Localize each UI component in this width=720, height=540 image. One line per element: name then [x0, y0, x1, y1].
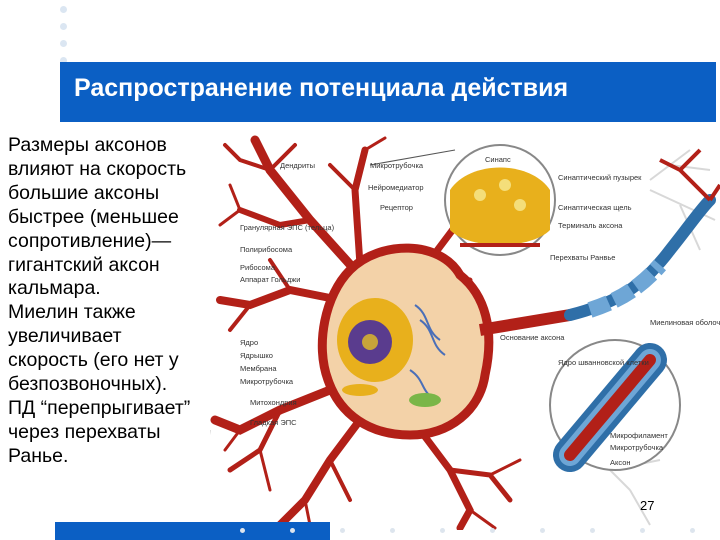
decorative-dots-bottom [240, 528, 700, 536]
golgi-apparatus [342, 384, 378, 396]
label-rough-er: Гранулярная ЭПС (тельца) [240, 223, 335, 232]
mitochondrion [409, 393, 441, 407]
body-line: большие аксоны [8, 181, 160, 204]
dot [60, 6, 67, 13]
label-nucleolus: Ядрышко [240, 351, 273, 360]
dot [340, 528, 345, 533]
body-line: скорость (его нет у [8, 349, 179, 372]
title-bar [60, 62, 716, 122]
synapse-inset [369, 144, 556, 256]
body-line: через перехваты [8, 420, 161, 443]
dot [590, 528, 595, 533]
dot [690, 528, 695, 533]
body-line: ПД “перепрыгивает” [8, 396, 191, 419]
dot [60, 57, 67, 64]
dot [60, 40, 67, 47]
label-dendrites: Дендриты [280, 161, 315, 170]
label-smooth-er: Гладкая ЭПС [250, 418, 297, 427]
decorative-dots-top [60, 6, 70, 74]
axon-hillock [479, 309, 571, 336]
label-microtubule-3: Микротрубочка [610, 443, 664, 452]
label-neurotransmitter: Нейромедиатор [368, 183, 424, 192]
label-synapse: Синапс [485, 155, 511, 164]
body-line: сопротивление)— [8, 229, 172, 252]
label-microtubule-2: Микротрубочка [240, 377, 294, 386]
dot [290, 528, 295, 533]
body-line: кальмара. [8, 277, 101, 300]
dot [440, 528, 445, 533]
dot [390, 528, 395, 533]
label-axon: Аксон [610, 458, 631, 467]
label-myelin: Миелиновая оболочка [650, 318, 720, 327]
slide-title: Распространение потенциала действия [74, 74, 569, 102]
nucleolus-core [362, 334, 378, 350]
axon-terminal [659, 148, 720, 202]
dot [60, 23, 67, 30]
dot [640, 528, 645, 533]
body-line: безпозвоночных). [8, 373, 168, 396]
body-line: Миелин также [8, 301, 136, 324]
bottom-accent-bar [55, 522, 330, 540]
label-golgi: Аппарат Гольджи [240, 275, 300, 284]
label-axon-hillock: Основание аксона [500, 333, 565, 342]
label-membrane: Мембрана [240, 364, 277, 373]
body-line: Ранье. [8, 444, 69, 467]
dot [240, 528, 245, 533]
body-line: быстрее (меньшее [8, 205, 179, 228]
dendrites [210, 135, 522, 530]
label-mitochondrion: Митохондрия [250, 398, 297, 407]
label-synaptic-bouton: Синаптический пузырек [558, 173, 642, 182]
label-microtubule: Микротрубочка [370, 161, 424, 170]
label-synaptic-cleft: Синаптическая щель [558, 203, 632, 212]
label-polyribosome: Полирибосома [240, 245, 293, 254]
dot [540, 528, 545, 533]
label-receptor: Рецептор [380, 203, 413, 212]
label-axon-terminal: Терминаль аксона [558, 221, 623, 230]
body-line: увеличивает [8, 325, 122, 348]
axon-inset [549, 339, 681, 472]
myelin-sheath [587, 259, 667, 318]
label-schwann: Ядро шванновской клетки [558, 358, 649, 367]
page-number: 27 [640, 498, 655, 513]
label-ranvier: Перехваты Ранвье [550, 253, 615, 262]
body-line: Размеры аксонов [8, 134, 167, 156]
dot [490, 528, 495, 533]
body-line: влияют на скорость [8, 157, 187, 180]
body-line: гигантский аксон [8, 253, 160, 276]
body-text: Размеры аксонов влияют на скорость больш… [8, 134, 220, 469]
label-nucleus: Ядро [240, 338, 258, 347]
label-microfilament: Микрофиламент [610, 431, 668, 440]
label-ribosome: Рибосома [240, 263, 276, 272]
neuron-diagram: Дендриты Микротрубочка Нейромедиатор Рец… [210, 135, 720, 530]
